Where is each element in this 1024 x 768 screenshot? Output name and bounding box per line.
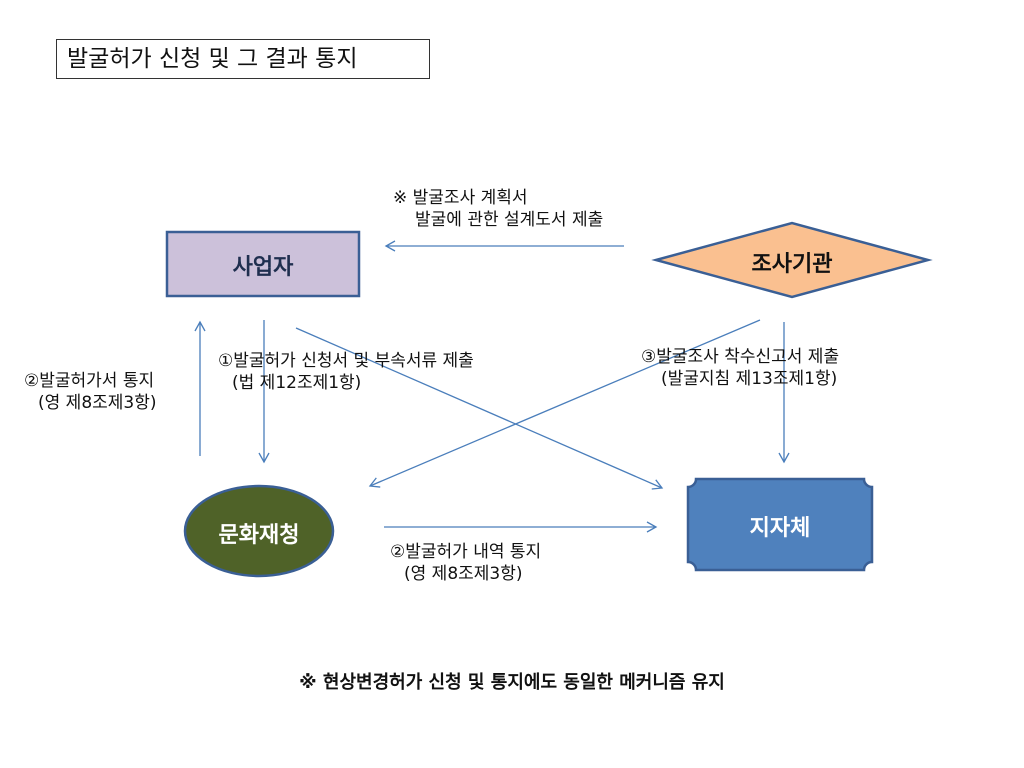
footer-note: ※ 현상변경허가 신청 및 통지에도 동일한 메커니즘 유지	[299, 672, 725, 693]
start-report-line1: ③발굴조사 착수신고서 제출	[641, 347, 840, 367]
application-line1: ①발굴허가 신청서 및 부속서류 제출	[218, 351, 474, 371]
local-government-node	[686, 477, 874, 572]
detail-notice-line1: ②발굴허가 내역 통지	[390, 542, 542, 562]
operator-node	[165, 230, 361, 298]
permit-notice-label: ②발굴허가서 통지 (영 제8조제3항)	[24, 370, 157, 414]
cultural-heritage-node	[183, 484, 335, 578]
permit-notice-line1: ②발굴허가서 통지	[24, 371, 155, 391]
application-line2: (법 제12조제1항)	[232, 373, 362, 393]
detail-notice-label: ②발굴허가 내역 통지 (영 제8조제3항)	[390, 541, 541, 585]
application-label: ①발굴허가 신청서 및 부속서류 제출 (법 제12조제1항)	[218, 350, 474, 394]
start-report-label: ③발굴조사 착수신고서 제출 (발굴지침 제13조제1항)	[641, 346, 839, 390]
operator-node-label: 사업자	[232, 255, 294, 280]
arrow-operator-to-local	[295, 327, 664, 490]
permit-notice-line2: (영 제8조제3항)	[38, 393, 157, 413]
research-institute-node-label: 조사기관	[751, 252, 833, 277]
page-title: 발굴허가 신청 및 그 결과 통지	[56, 39, 430, 79]
start-report-line2: (발굴지침 제13조제1항)	[661, 369, 838, 389]
plan-note-line2: 발굴에 관한 설계도서 제출	[415, 210, 604, 230]
cultural-heritage-node-label: 문화재청	[218, 523, 300, 548]
detail-notice-line2: (영 제8조제3항)	[404, 564, 523, 584]
research-institute-node	[651, 221, 933, 299]
arrow-institute-to-cultural	[368, 319, 761, 488]
local-government-node-label: 지자체	[749, 516, 811, 541]
plan-note-line1: ※ 발굴조사 계획서	[393, 188, 528, 208]
plan-note-label: ※ 발굴조사 계획서 발굴에 관한 설계도서 제출	[393, 187, 603, 231]
